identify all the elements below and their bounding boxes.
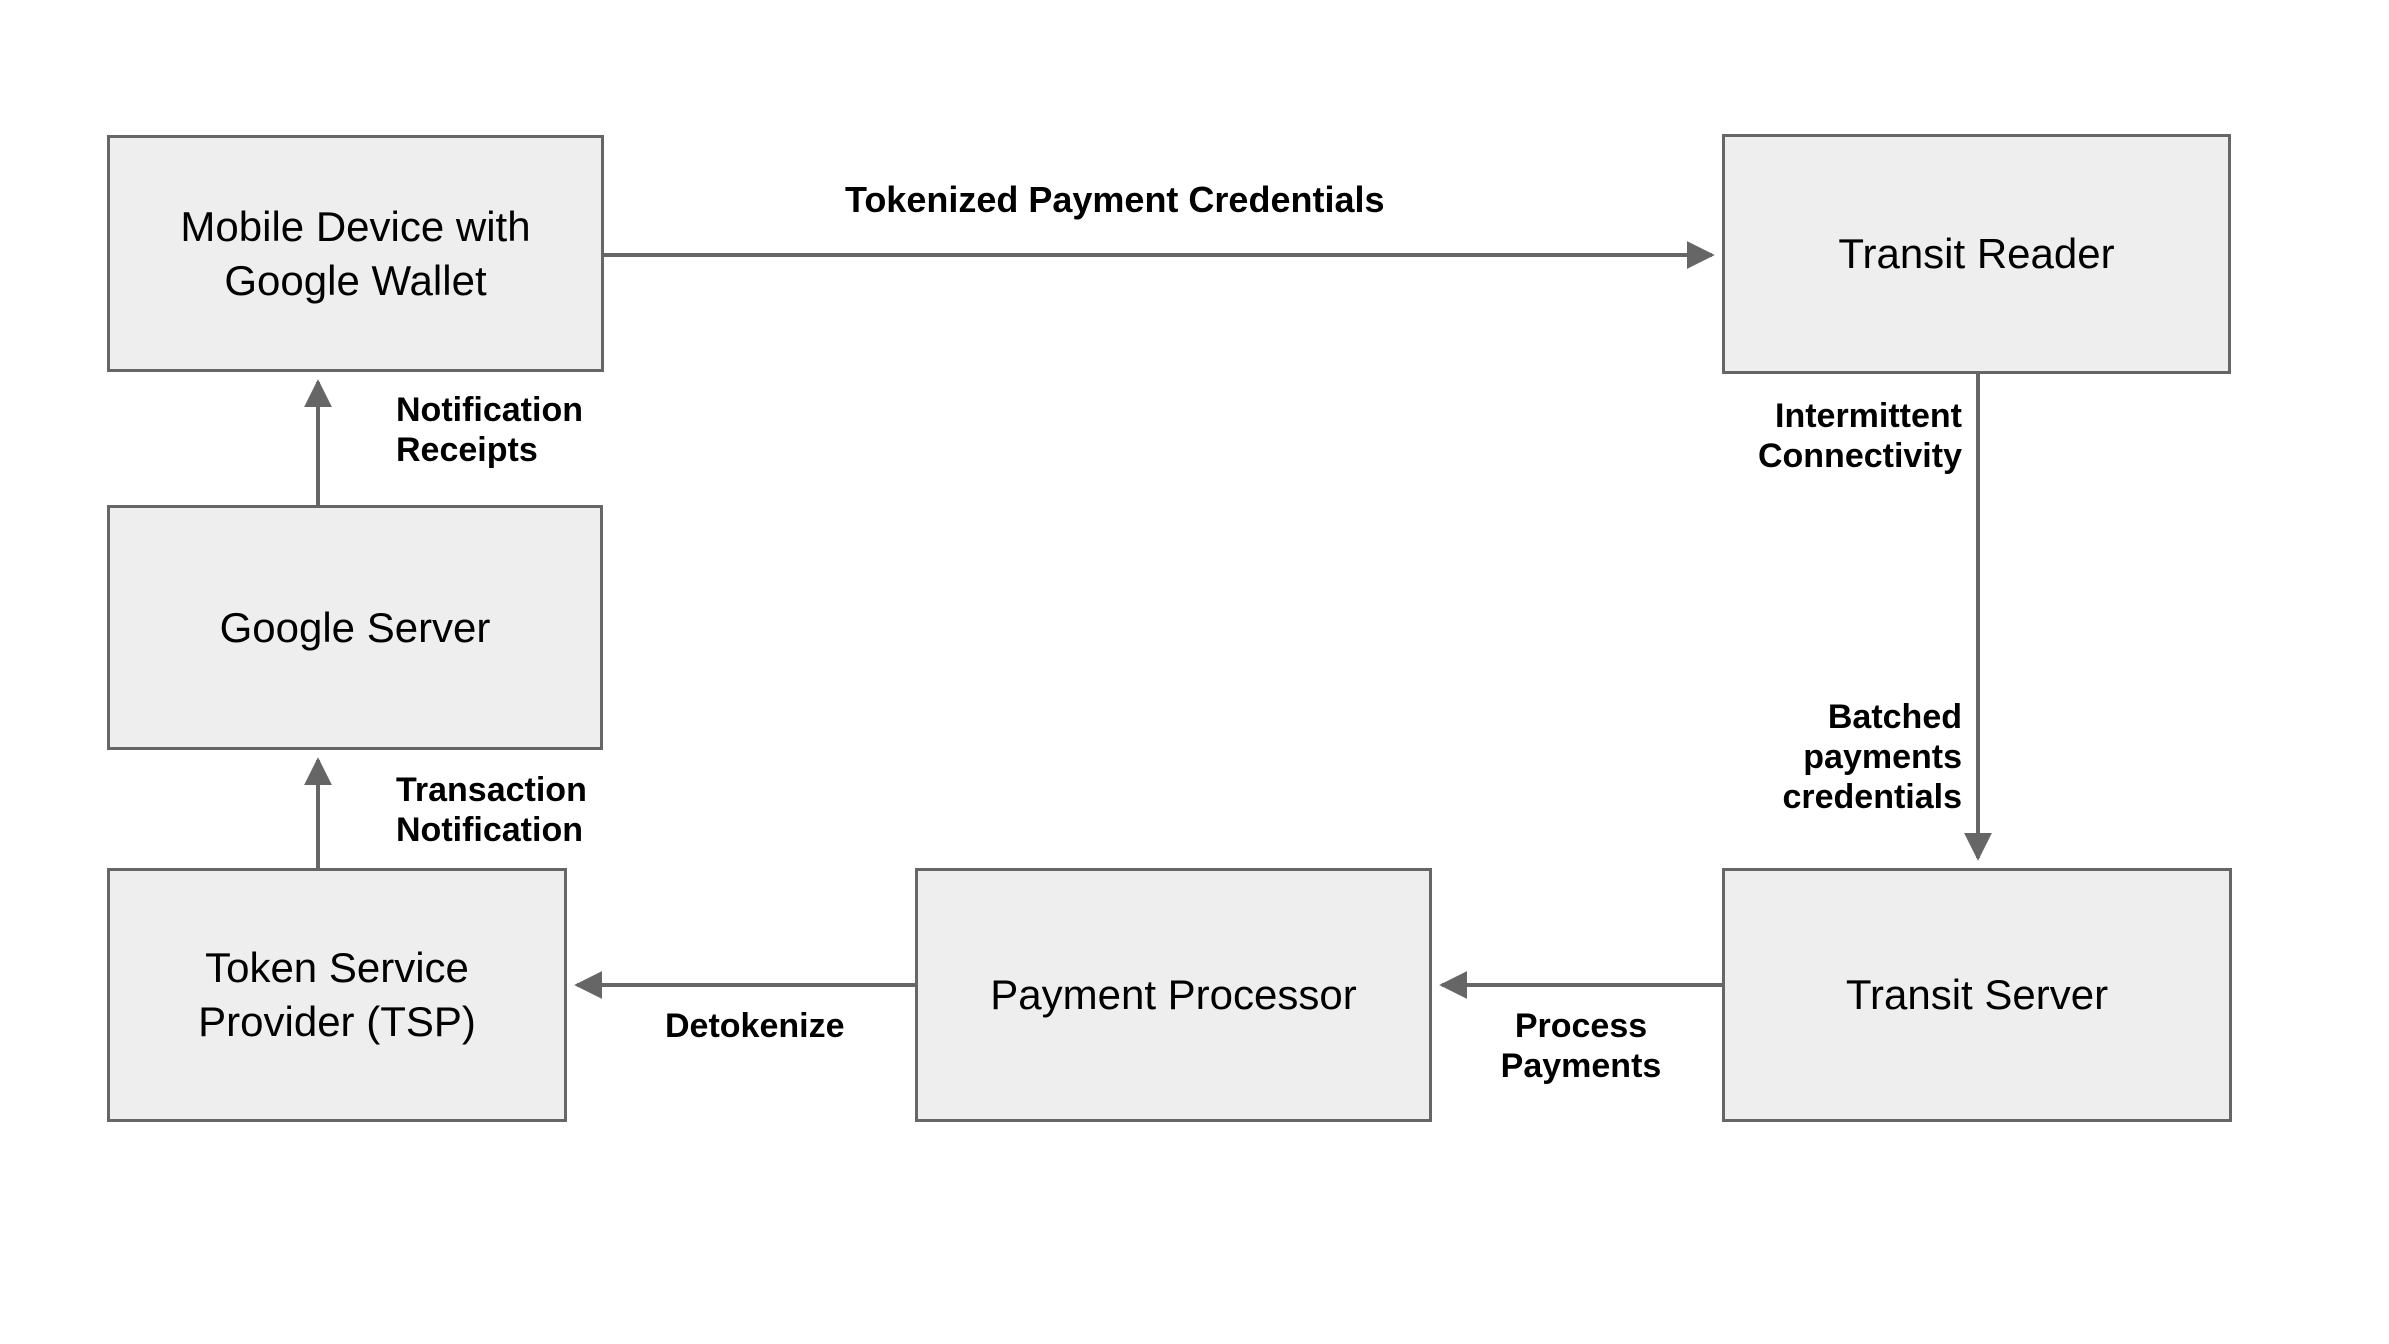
node-mobile-device[interactable]: Mobile Device with Google Wallet [107, 135, 604, 372]
edge-label-process-payments: Process Payments [1500, 1007, 1662, 1086]
edge-label-transaction-notification: Transaction Notification [396, 771, 587, 850]
node-google-server[interactable]: Google Server [107, 505, 603, 750]
edge-label-detokenize: Detokenize [665, 1007, 845, 1045]
edge-label-intermittent-connectivity: Intermittent Connectivity [1757, 397, 1962, 476]
node-transit-server[interactable]: Transit Server [1722, 868, 2232, 1122]
edge-label-notification-receipts: Notification Receipts [396, 391, 583, 470]
node-token-service-provider[interactable]: Token Service Provider (TSP) [107, 868, 567, 1122]
edge-label-batched-payments-credentials: Batched payments credentials [1782, 698, 1962, 817]
edge-label-tokenized-payment-credentials: Tokenized Payment Credentials [845, 179, 1385, 220]
node-transit-reader[interactable]: Transit Reader [1722, 134, 2231, 374]
node-payment-processor[interactable]: Payment Processor [915, 868, 1432, 1122]
